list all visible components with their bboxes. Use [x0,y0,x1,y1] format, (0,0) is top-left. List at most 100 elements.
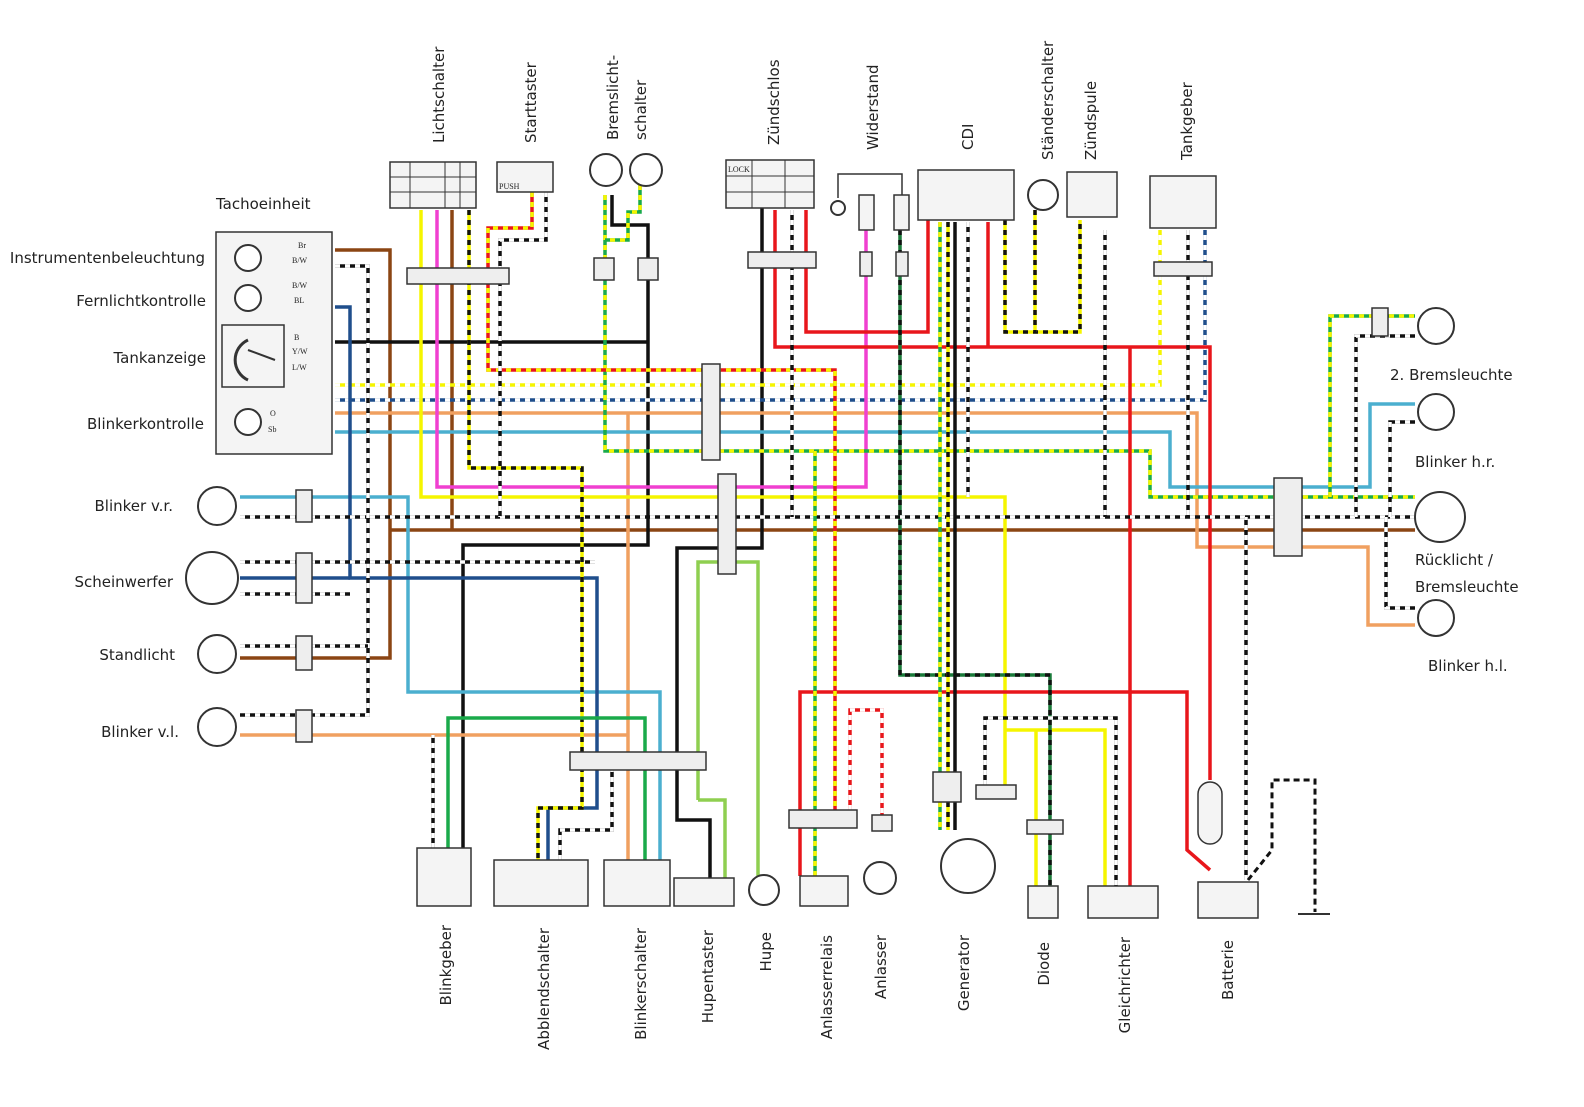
anlasser-motor [863,861,897,895]
staenderschalter [1027,179,1059,211]
yellow-licht [419,210,1007,785]
label-tankgeber: Tankgeber [1178,81,1196,161]
pink-licht [435,210,868,489]
wire-code: O [270,409,276,418]
label-generator: Generator [955,934,973,1011]
label-hupentaster: Hupentaster [699,929,717,1023]
wire-code: L/W [292,363,307,372]
wire-code: Sb [268,425,276,434]
blinker-hl-lamp [1417,599,1455,637]
lock-label: LOCK [728,165,750,174]
black-white-brems2 [1354,334,1415,517]
label-instrumentenbeleuchtung: Instrumentenbeleuchtung [10,249,205,267]
label-bremsleuchte: Bremsleuchte [1415,578,1519,596]
label-anlasser: Anlasser [872,934,890,999]
orange-main [335,411,1415,627]
label-batterie: Batterie [1219,940,1237,1000]
green-brake2-stripe [605,185,642,242]
label-blinkerkontrolle: Blinkerkontrolle [87,415,204,433]
zuendschloss-switch: LOCK [725,159,815,209]
label-gleichrichter: Gleichrichter [1116,936,1134,1033]
hupe-horn [748,874,780,906]
yellow-diode [1005,728,1107,886]
scheinwerfer-lamp [185,551,239,605]
black-white-start-stripe [498,192,548,517]
black-brake [461,265,650,848]
blue-tank-stripe [335,230,1207,402]
black-zuend [675,208,764,880]
bremslichtschalter [589,153,663,187]
hupentaster-switch [673,877,735,907]
black-white-gen-stripe [983,716,1118,886]
cdi-box [917,169,1015,221]
label-blinker-hl: Blinker h.l. [1428,657,1508,675]
wire-code: Br [298,241,306,250]
blinkgeber-box [416,847,472,907]
label-blinker-vl: Blinker v.l. [101,723,179,741]
wire-code: B/W [292,256,308,265]
label-ruecklicht: Rücklicht / [1415,551,1494,569]
darkgreen-cdi-stripe [898,230,1052,886]
anlasserrelais-box [799,875,849,907]
tacho-unit: Br B/W B/W BL B Y/W L/W O Sb [215,231,333,455]
label-anlasserrelais: Anlasserrelais [818,935,836,1039]
label-hupe: Hupe [757,932,775,972]
blinker-hr-lamp [1417,393,1455,431]
label-starttaster: Starttaster [522,61,540,143]
widerstand-resistor [830,173,910,231]
label-abblendschalter: Abblendschalter [535,927,553,1050]
wire-code: B/W [292,281,308,290]
black-white-hr-stripe [1388,420,1415,517]
blinker-vl-lamp [197,707,237,747]
black-white-abblend-stripe [558,770,614,860]
starttaster-switch: PUSH [496,161,554,193]
push-label: PUSH [499,182,520,191]
label-cdi: CDI [959,124,977,150]
label-lichtschalter: Lichtschalter [430,46,448,143]
label-staenderschalter: Ständerschalter [1039,40,1057,160]
bottom-labels: Blinkgeber Abblendschalter Blinkerschalt… [437,924,1237,1050]
connectors [295,251,1389,835]
wires [240,185,1415,886]
abblendschalter-switch [493,859,589,907]
diode [1027,885,1059,919]
black-white-hl-stripe [1384,517,1415,610]
cyan-main [335,402,1415,489]
label-blinkerschalter: Blinkerschalter [632,927,650,1040]
lichtschalter-switch [389,161,477,209]
label-blinkgeber: Blinkgeber [437,924,455,1005]
red-zuend [773,210,1212,780]
blue-fernlicht [335,305,599,860]
red-cdi [804,210,930,334]
standlicht-lamp [197,634,237,674]
black-white-brems2-stripe [1354,334,1415,517]
red-white-anlasser [848,708,884,815]
green-brems2-stripe [1328,314,1415,497]
ruecklicht-lamp [1414,491,1466,543]
label-zuendschloss: Zündschlos [765,59,783,145]
label-bremsleuchte-2: 2. Bremsleuchte [1390,366,1513,384]
red-yellow-start-stripe [486,192,837,810]
brown-wire [240,248,392,660]
batterie [1197,881,1259,919]
black-brake-2 [610,195,650,265]
tankgeber [1149,175,1217,229]
green-blinkgeber [446,716,647,860]
right-labels: 2. Bremsleuchte Blinker h.r. Rücklicht /… [1390,366,1519,675]
green-brems2 [1328,314,1415,497]
gleichrichter [1087,885,1159,919]
fuse [1197,781,1223,845]
front-lamps [185,486,239,747]
zuendspule [1066,171,1118,218]
label-standlicht: Standlicht [99,646,175,664]
blinker-vr-lamp [197,486,237,526]
wire-code: B [294,333,299,342]
yellow-black-staender [1003,220,1082,334]
rear-lamps [1414,307,1466,637]
yellow-black-licht [467,210,584,860]
label-tachoeinheit: Tachoeinheit [215,195,311,213]
wire-code: Y/W [292,347,308,356]
label-zuendspule: Zündspule [1082,81,1100,160]
lightgreen-hupe2 [698,798,727,878]
